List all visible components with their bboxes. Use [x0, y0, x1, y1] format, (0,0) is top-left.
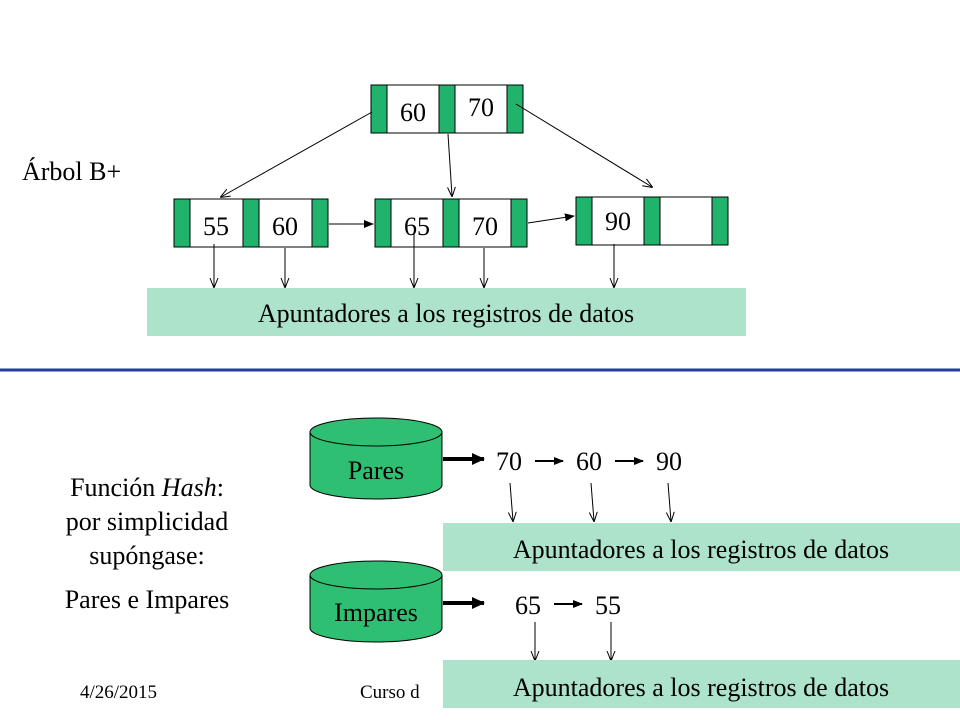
impares-data-pointers-label: Apuntadores a los registros de datos	[513, 673, 889, 702]
leaf-2-key-2: 70	[472, 212, 498, 241]
svg-text:Función Hash:: Función Hash:	[70, 473, 224, 502]
leaf-3-pointer-1	[575, 196, 593, 246]
pares-data-arrow	[510, 482, 513, 521]
leaf-node-1: 55 60	[173, 198, 329, 248]
pares-data-arrow	[591, 482, 594, 521]
bucket-pares-cylinder: Pares	[309, 417, 443, 500]
hash-label-line-4: Pares e Impares	[65, 585, 230, 614]
leaf-3-cell-1	[591, 196, 645, 246]
leaf-1-key-1: 55	[203, 212, 229, 241]
btree-label: Árbol B+	[22, 157, 121, 186]
root-node: 60 70	[370, 84, 524, 134]
root-key-cell-1	[386, 84, 440, 134]
impares-data-pointers-box	[443, 660, 960, 708]
btree-data-pointers-box	[147, 288, 746, 336]
pares-chain-item-1: 70	[496, 447, 522, 476]
root-pointer-2	[438, 84, 456, 134]
leaf-3-key-1: 90	[605, 207, 631, 236]
leaf-3-pointer-2	[643, 196, 661, 246]
leaf-1-pointer-1	[173, 198, 191, 248]
bucket-impares-label: Impares	[334, 598, 418, 627]
leaf-node-3: 90	[575, 196, 729, 246]
hash-label-line-1c: :	[217, 473, 224, 502]
leaf-2-key-1: 65	[404, 212, 430, 241]
pares-chain-item-2: 60	[576, 447, 602, 476]
root-to-leaf-2-arrow	[448, 133, 452, 196]
hash-label-line-2: por simplicidad	[66, 507, 228, 536]
leaf-1-cell-1	[189, 198, 244, 248]
pares-data-pointers-label: Apuntadores a los registros de datos	[513, 535, 889, 564]
leaf-1-key-2: 60	[272, 212, 298, 241]
root-pointer-3	[506, 84, 524, 134]
root-to-leaf-1-arrow	[221, 111, 373, 197]
leaf-2-pointer-2	[442, 198, 460, 248]
leaf-2-pointer-3	[510, 198, 528, 248]
leaf-2-to-3-link	[527, 213, 575, 224]
btree-data-pointers-label: Apuntadores a los registros de datos	[258, 299, 634, 328]
pares-data-pointers-box	[443, 523, 960, 571]
root-key-2: 70	[468, 93, 494, 122]
impares-chain-item-2: 55	[595, 591, 621, 620]
leaf-3-pointer-3	[711, 196, 729, 246]
root-pointer-1	[370, 84, 388, 134]
leaf-2-cell-1	[390, 198, 444, 248]
leaf-2-pointer-1	[374, 198, 392, 248]
pares-chain-item-3: 90	[656, 447, 682, 476]
hash-label-line-1a: Función	[70, 473, 162, 502]
pares-data-arrow	[668, 482, 671, 521]
root-key-cell-2	[454, 84, 508, 134]
hash-label: Función Hash: por simplicidad supóngase:…	[65, 473, 230, 614]
leaf-1-pointer-2	[242, 198, 260, 248]
bucket-impares-cylinder: Impares	[309, 560, 443, 643]
bucket-pares-label: Pares	[348, 456, 404, 485]
footer-course: Curso d	[360, 682, 420, 703]
leaf-1-pointer-3	[311, 198, 329, 248]
root-to-leaf-3-arrow	[515, 103, 652, 187]
hash-label-line-3: supóngase:	[89, 541, 205, 570]
impares-chain-item-1: 65	[515, 591, 541, 620]
leaf-3-cell-2	[659, 196, 713, 246]
footer-date: 4/26/2015	[80, 682, 157, 703]
leaf-node-2: 65 70	[374, 198, 528, 248]
hash-label-line-1b: Hash	[161, 473, 217, 502]
root-key-1: 60	[400, 98, 426, 127]
leaf-2-cell-2	[458, 198, 512, 248]
